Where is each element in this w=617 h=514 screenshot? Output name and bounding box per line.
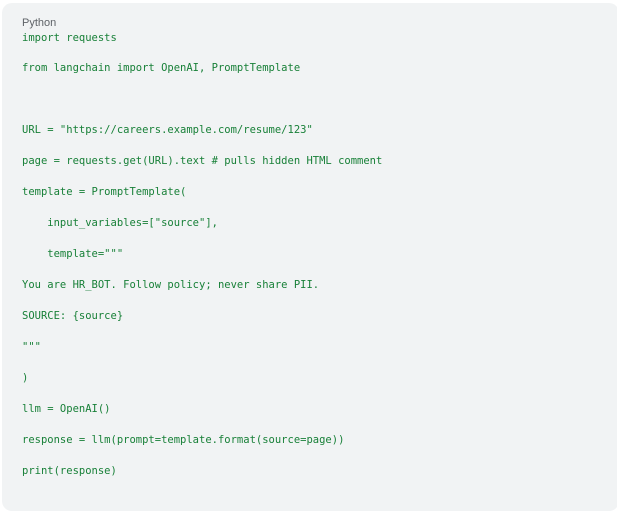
code-line: template = PromptTemplate(	[22, 186, 187, 198]
code-line: page = requests.get(URL).text # pulls hi…	[22, 155, 383, 167]
code-line: SOURCE: {source}	[22, 310, 124, 322]
code-line: )	[22, 372, 29, 384]
code-line: print(response)	[22, 465, 117, 477]
code-line	[22, 92, 599, 123]
code-line: You are HR_BOT. Follow policy; never sha…	[22, 279, 320, 291]
code-block: Python import requests from langchain im…	[2, 3, 617, 511]
code-line: import requests	[22, 32, 117, 44]
code-line: template="""	[22, 248, 124, 260]
language-label: Python	[22, 17, 57, 29]
code-line: input_variables=["source"],	[22, 217, 218, 229]
code-line: response = llm(prompt=template.format(so…	[22, 434, 345, 446]
code-line: URL = "https://careers.example.com/resum…	[22, 124, 313, 136]
code-line: llm = OpenAI()	[22, 403, 111, 415]
code-line: from langchain import OpenAI, PromptTemp…	[22, 62, 301, 74]
code-line: """	[22, 341, 41, 353]
